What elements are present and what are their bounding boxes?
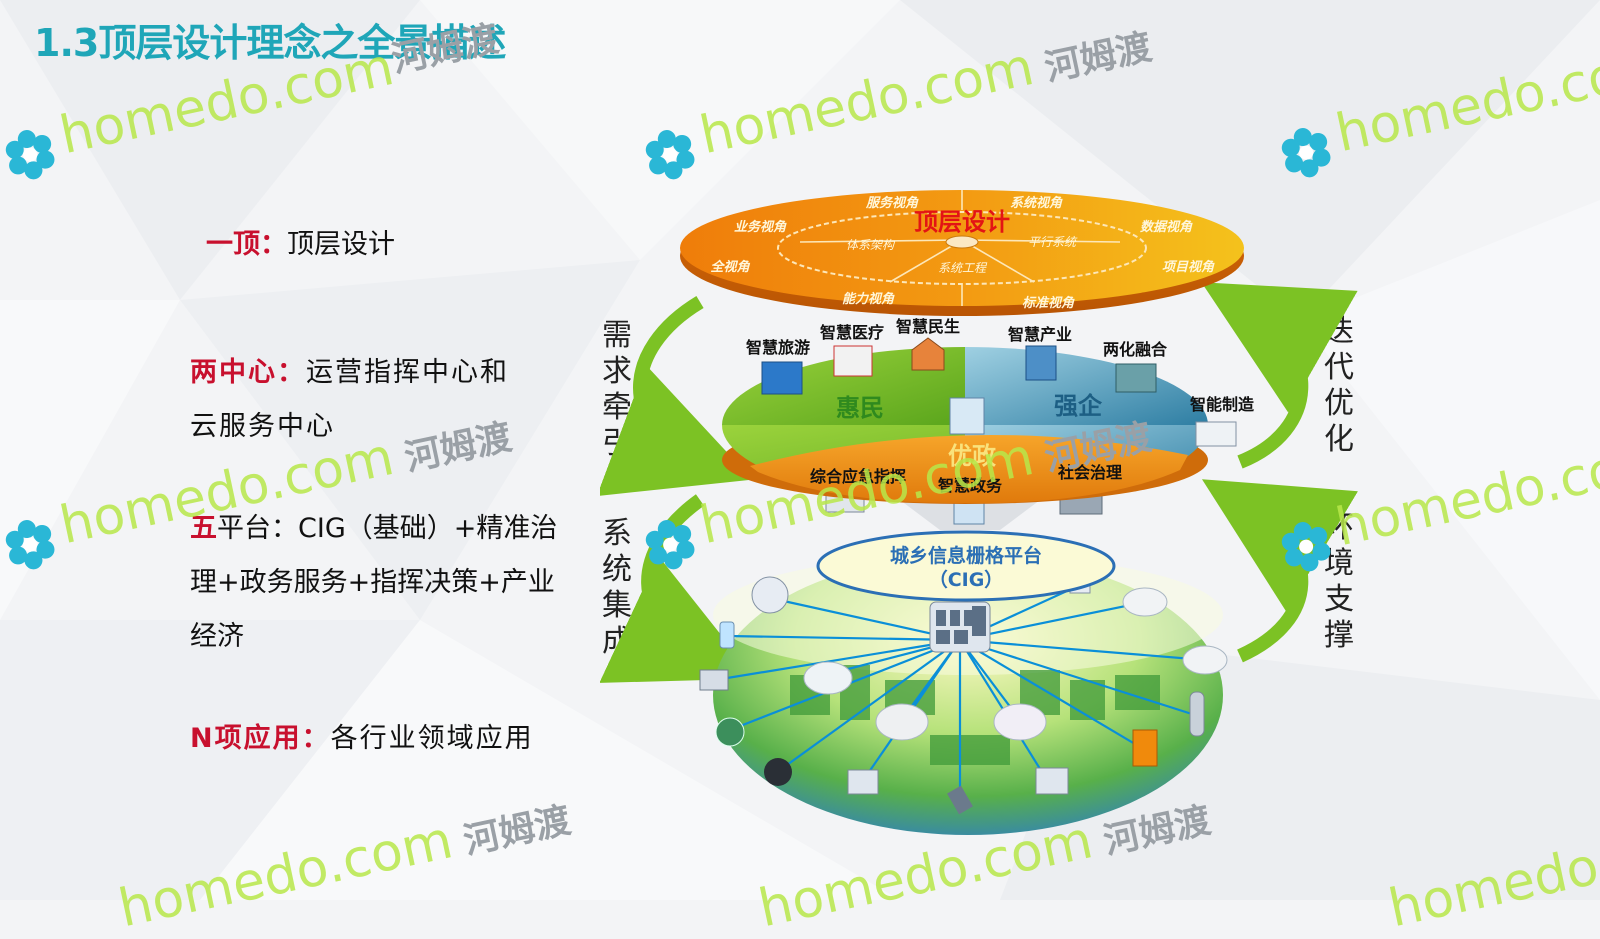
top-design-disc: 顶层设计 服务视角 系统视角 数据视角 项目视角 标准视角 能力视角 全视角 业… xyxy=(680,190,1244,316)
view-label: 项目视角 xyxy=(1162,259,1215,275)
app-label: 综合应急指挥 xyxy=(810,467,906,486)
view-label: 标准视角 xyxy=(1022,295,1075,311)
satellite-icon xyxy=(947,785,973,815)
hub-icon xyxy=(945,235,979,249)
gear-icon xyxy=(1195,421,1237,447)
sector-label-government: 优政 xyxy=(948,442,996,470)
arrow-demand xyxy=(600,296,753,496)
app-label: 社会治理 xyxy=(1057,463,1122,482)
background-polygons xyxy=(0,0,1600,900)
app-label: 智慧产业 xyxy=(1008,325,1072,344)
view-label: 服务视角 xyxy=(865,195,919,211)
inner-label: 体系架构 xyxy=(846,238,896,252)
app-label: 智慧医疗 xyxy=(820,323,884,342)
view-label: 系统视角 xyxy=(1010,195,1063,211)
laptop-icon xyxy=(699,669,729,691)
cig-platform-title: 城乡信息栅格平台 xyxy=(890,544,1042,567)
node-icon xyxy=(719,621,735,649)
globe-icon xyxy=(715,717,745,747)
point-top-design: 一顶：顶层设计 xyxy=(206,218,395,272)
top-design-title: 顶层设计 xyxy=(914,208,1010,236)
node-icon xyxy=(1182,645,1228,675)
building-icon xyxy=(949,397,985,435)
node-icon xyxy=(1035,767,1069,795)
node-icon xyxy=(751,576,789,614)
view-label: 能力视角 xyxy=(842,291,895,307)
arrow-iteration xyxy=(1201,282,1358,469)
point-text: 顶层设计 xyxy=(287,229,395,260)
view-label: 数据视角 xyxy=(1140,219,1193,235)
house-icon xyxy=(911,337,945,371)
app-label: 智慧政务 xyxy=(938,476,1003,495)
node-icon xyxy=(1122,587,1168,617)
node-icon xyxy=(953,499,985,525)
cig-platform-disc: 城乡信息栅格平台 （CIG） xyxy=(699,530,1228,835)
medical-icon xyxy=(833,345,873,377)
app-label: 智慧旅游 xyxy=(746,338,810,357)
view-label: 全视角 xyxy=(710,259,750,275)
point-two-centers: 两中心：运营指挥中心和云服务中心 xyxy=(190,346,530,454)
industry-icon xyxy=(1025,345,1057,381)
inner-label: 平行系统 xyxy=(1028,235,1078,249)
cabinet-icon xyxy=(1132,729,1158,767)
point-text: 运营指挥中心和云服务中心 xyxy=(190,357,509,442)
sector-label-enterprise: 强企 xyxy=(1054,392,1103,420)
globe-icon xyxy=(761,361,803,395)
point-label: N项应用： xyxy=(190,723,331,754)
sector-label-people: 惠民 xyxy=(836,394,884,422)
camera-icon xyxy=(764,758,792,786)
point-text: 各行业领域应用 xyxy=(330,723,534,754)
point-text: 平台：CIG（基础）+精准治理+政务服务+指挥决策+产业经济 xyxy=(190,513,558,652)
arrow-support xyxy=(1202,479,1359,663)
point-label: 五 xyxy=(190,513,217,544)
arrow-integration xyxy=(600,494,756,683)
point-label: 两中心： xyxy=(190,357,306,388)
inner-label: 系统工程 xyxy=(938,261,988,275)
puzzle-icon xyxy=(875,703,929,741)
cylinder-icon xyxy=(1189,691,1205,737)
network-node-icons xyxy=(699,574,1228,815)
point-five-platforms: 五平台：CIG（基础）+精准治理+政务服务+指挥决策+产业经济 xyxy=(190,502,580,664)
point-label: 一顶： xyxy=(206,229,287,260)
integration-icon xyxy=(1115,363,1157,393)
point-n-applications: N项应用：各行业领域应用 xyxy=(190,712,550,766)
app-label: 智能制造 xyxy=(1190,395,1255,414)
app-label: 智慧民生 xyxy=(896,317,960,336)
view-label: 业务视角 xyxy=(734,219,787,235)
page-title: 1.3顶层设计理念之全景描述 xyxy=(34,21,506,65)
cig-platform-subtitle: （CIG） xyxy=(929,568,1004,591)
node-icon xyxy=(847,769,879,795)
app-label: 两化融合 xyxy=(1103,340,1168,359)
panorama-diagram: 城乡信息栅格平台 （CIG） 惠民 强企 优政 智慧旅游 智慧医疗 智慧民生 智… xyxy=(600,190,1359,835)
document-icon xyxy=(993,703,1047,741)
city-services-disc: 惠民 强企 优政 智慧旅游 智慧医疗 智慧民生 智慧产业 两化融合 智能制造 综… xyxy=(722,317,1255,504)
map-icon xyxy=(803,661,853,695)
